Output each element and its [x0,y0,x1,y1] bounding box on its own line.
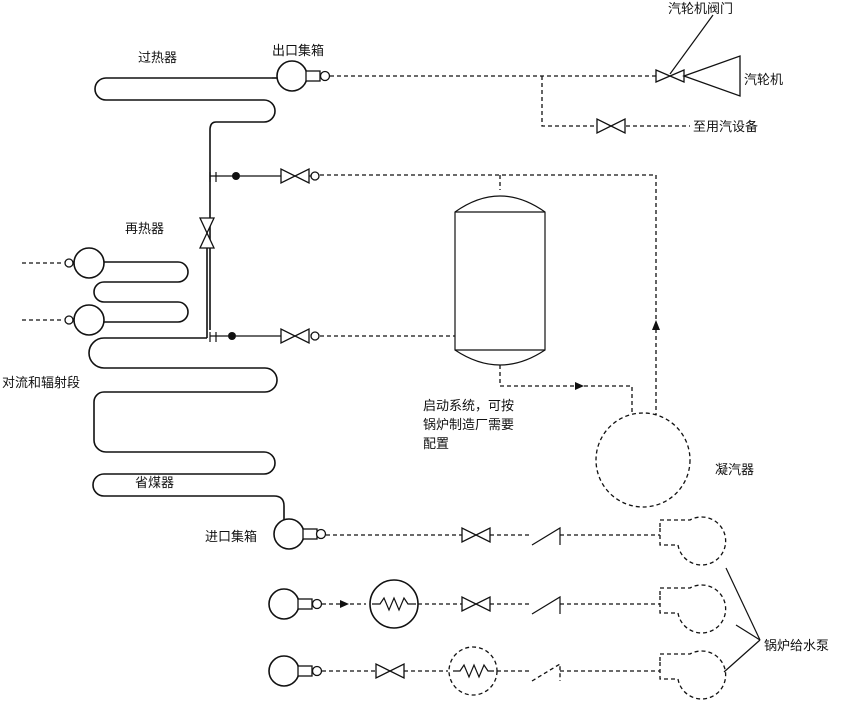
feed-line-2 [268,579,660,629]
superheater-stop-valve [198,217,216,249]
label-startup-line3: 配置 [423,437,449,452]
label-outlet-header: 出口集箱 [272,43,324,59]
label-inlet-header: 进口集箱 [205,529,257,545]
feed-pump-2 [659,584,727,634]
inlet-header [273,518,327,550]
label-turbine: 汽轮机 [744,73,783,88]
feed-line-1 [326,526,660,546]
upper-junction-dot [232,172,240,180]
superheater-coil [94,77,282,330]
feed-pump-leaders [723,567,761,673]
lower-startup-branch [209,327,455,345]
label-steam-equipment: 至用汽设备 [693,119,758,135]
reheater-coil [22,247,189,336]
label-feed-pumps: 锅炉给水泵 [764,638,829,654]
label-reheater: 再热器 [125,222,164,237]
branch-steam-line [541,76,598,127]
label-condenser: 凝汽器 [715,462,754,478]
feed-line-3 [268,646,660,696]
feed-pump-1 [659,516,727,566]
label-convection-radiant: 对流和辐射段 [2,375,80,391]
separator-drain-line [499,365,633,415]
condenser [595,412,691,508]
label-startup-line2: 锅炉制造厂需要 [423,417,514,433]
upper-startup-line [320,174,657,415]
upper-bypass-valve [280,167,320,185]
label-startup-line1: 启动系统，可按 [423,399,514,414]
label-turbine-valve: 汽轮机阀门 [668,2,733,17]
label-superheater: 过热器 [138,51,177,66]
outlet-header [276,60,331,92]
turbine-valve [655,14,714,83]
feed-pump-3 [659,650,727,700]
startup-separator [454,195,546,366]
turbine [682,55,741,97]
label-economizer: 省煤器 [135,476,174,491]
convection-radiant-coil [88,337,285,520]
steam-equipment-valve [596,117,626,135]
